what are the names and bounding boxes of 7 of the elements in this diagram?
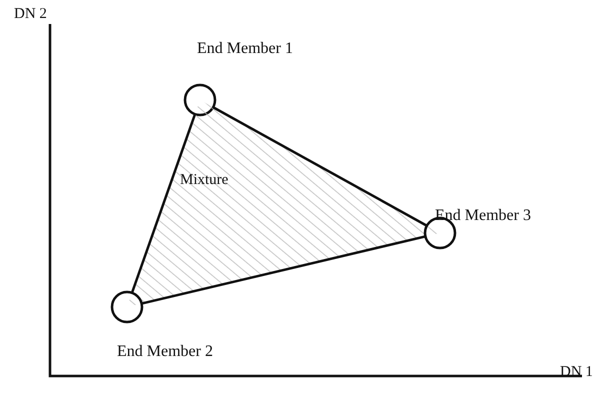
end-member-label: End Member 2 xyxy=(117,343,213,361)
triangle-side xyxy=(130,114,196,294)
axis-label: DN 2 xyxy=(14,6,47,23)
triangle-side xyxy=(212,106,428,227)
region-label: Mixture xyxy=(180,172,228,189)
end-member-label: End Member 1 xyxy=(197,40,293,58)
triangle-side xyxy=(141,235,426,305)
